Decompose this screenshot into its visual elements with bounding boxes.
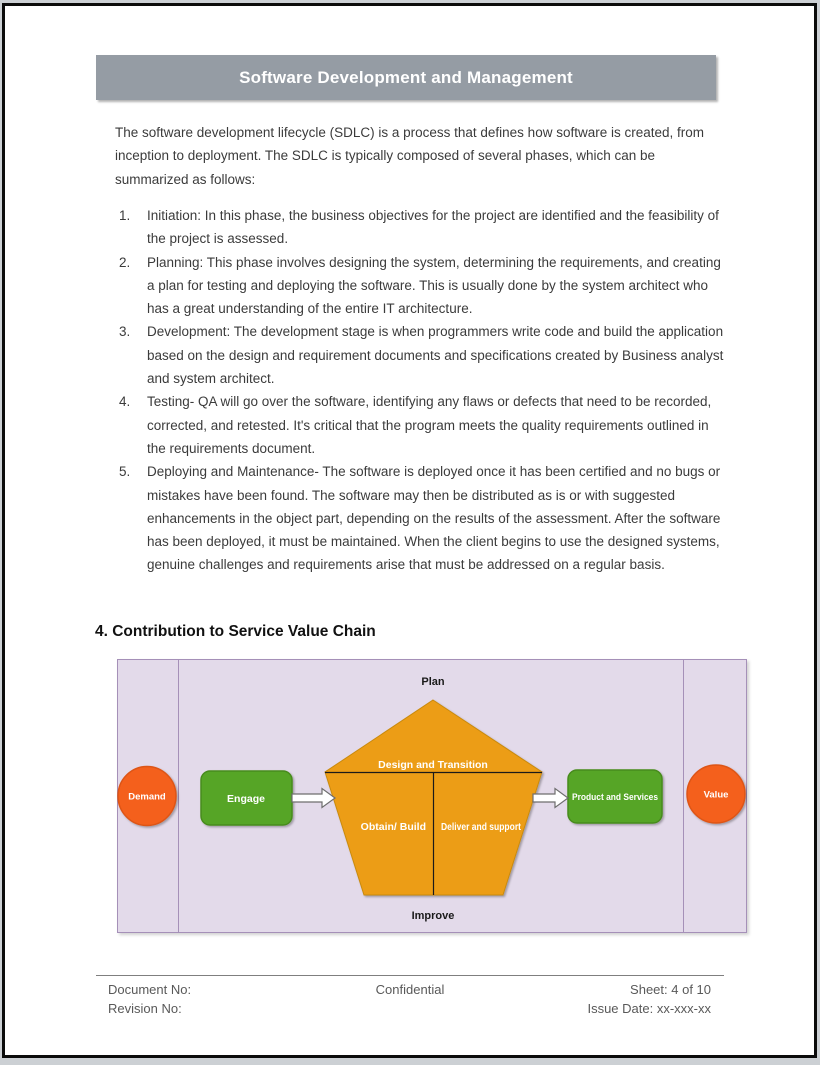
improve-label: Improve bbox=[412, 910, 455, 922]
list-item-number: 5. bbox=[119, 464, 131, 480]
products-label: Product and Services bbox=[572, 792, 658, 803]
deliver-support-label: Deliver and support bbox=[441, 821, 521, 833]
confidential-label: Confidential bbox=[375, 982, 445, 997]
list-item-text: Planning: This phase involves designing … bbox=[147, 254, 721, 317]
list-item-text: Initiation: In this phase, the business … bbox=[147, 208, 719, 247]
demand-node bbox=[117, 765, 177, 827]
engage-to-pentagon-arrow bbox=[291, 787, 337, 809]
list-item: 3. Development: The development stage is… bbox=[119, 320, 725, 390]
pentagon-to-products-arrow bbox=[532, 787, 570, 809]
demand-label: Demand bbox=[128, 792, 166, 803]
footer-right: Sheet: 4 of 10 Issue Date: xx-xxx-xx bbox=[119, 981, 711, 1018]
value-label: Value bbox=[704, 790, 729, 801]
design-transition-label: Design and Transition bbox=[378, 759, 488, 771]
footer-divider bbox=[96, 975, 724, 976]
list-item-number: 1. bbox=[119, 208, 131, 223]
document-page: Software Development and Management The … bbox=[2, 3, 817, 1058]
list-item: 2. Planning: This phase involves designi… bbox=[119, 251, 725, 321]
list-item-text: Deploying and Maintenance- The software … bbox=[147, 464, 721, 573]
service-value-chain-diagram: Plan Improve Demand Engag bbox=[117, 659, 747, 933]
footer-center: Confidential bbox=[96, 981, 724, 1000]
title-banner: Software Development and Management bbox=[96, 55, 716, 100]
section-heading: 4. Contribution to Service Value Chain bbox=[95, 623, 376, 640]
value-node bbox=[686, 764, 746, 824]
products-node bbox=[567, 769, 663, 824]
revision-no-label: Revision No: bbox=[108, 1000, 182, 1016]
footer-left: Document No: Revision No: bbox=[108, 981, 191, 1018]
obtain-build-label: Obtain/ Build bbox=[361, 821, 426, 833]
engage-label: Engage bbox=[227, 793, 265, 805]
list-item: 1. Initiation: In this phase, the busine… bbox=[119, 204, 725, 251]
list-item: 5. Deploying and Maintenance- The softwa… bbox=[119, 460, 725, 576]
document-no-label: Document No: bbox=[108, 982, 192, 997]
list-item-number: 2. bbox=[119, 254, 131, 270]
sheet-number: Sheet: 4 of 10 bbox=[630, 982, 711, 997]
intro-paragraph: The software development lifecycle (SDLC… bbox=[115, 125, 705, 187]
issue-date: Issue Date: xx-xxx-xx bbox=[587, 1000, 711, 1016]
sdlc-phase-list: 1. Initiation: In this phase, the busine… bbox=[119, 204, 725, 577]
list-item: 4. Testing- QA will go over the software… bbox=[119, 390, 725, 460]
page-title: Software Development and Management bbox=[239, 67, 573, 87]
plan-label: Plan bbox=[421, 676, 445, 688]
list-item-text: Testing- QA will go over the software, i… bbox=[147, 394, 712, 456]
list-item-text: Development: The development stage is wh… bbox=[147, 324, 724, 387]
list-item-number: 3. bbox=[119, 324, 131, 340]
list-item-number: 4. bbox=[119, 394, 131, 410]
